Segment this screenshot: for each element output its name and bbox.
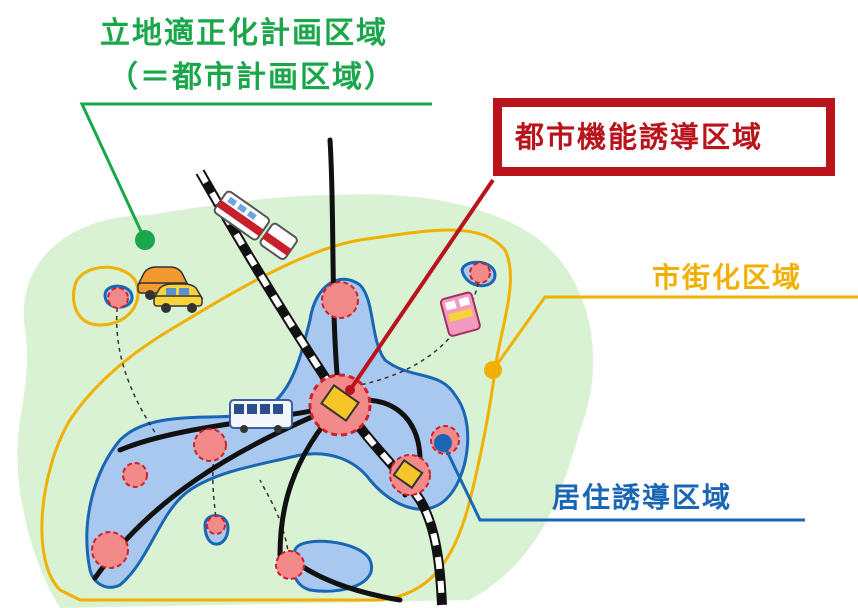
urban-function-area-box: [493, 98, 835, 176]
train-icon: [213, 190, 298, 261]
residential-area-label: 居住誘導区域: [552, 481, 733, 514]
hub-circles: [91, 262, 491, 580]
urban-function-area-label: 都市機能誘導区域: [515, 120, 764, 154]
planning-area-title: 立地適正化計画区域: [100, 16, 388, 51]
urbanization-area-label: 市街化区域: [652, 261, 803, 294]
taxi-icon: [152, 283, 204, 313]
residential-area-leader: [441, 442, 805, 522]
bus-icon: [229, 399, 293, 433]
station-secondary: [392, 458, 424, 490]
urbanization-area-enclave: [72, 265, 140, 327]
station-main: [320, 383, 360, 423]
planning-area-subtitle: （＝都市計画区域）: [108, 60, 396, 95]
railway-dash: [197, 170, 445, 606]
urbanization-area-leader: [491, 295, 858, 371]
pink-bus-icon: [439, 291, 481, 337]
urban-function-area-leader: [348, 178, 495, 392]
planning-area-leader: [79, 102, 432, 241]
